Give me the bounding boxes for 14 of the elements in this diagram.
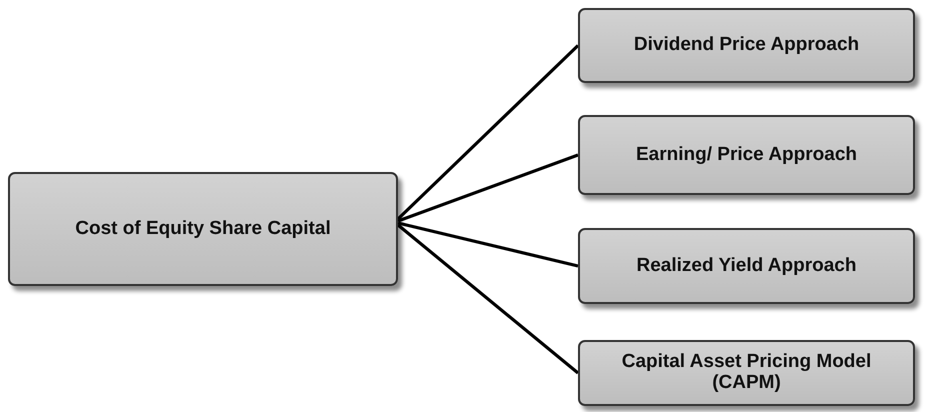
process-box [578,340,915,406]
connector-line [396,44,580,220]
box-label: Capital Asset Pricing Model (CAPM) [620,352,872,394]
process-box [578,228,915,304]
connector-line [397,154,579,222]
process-box [8,172,398,286]
process-box [578,8,915,83]
box-label: Earning/ Price Approach [634,144,858,166]
connector-line [398,221,578,268]
box-label: Realized Yield Approach [636,256,858,276]
connector-line [396,224,580,374]
box-label: Cost of Equity Share Capital [74,218,332,240]
process-box [578,115,915,195]
box-label: Dividend Price Approach [632,35,860,56]
